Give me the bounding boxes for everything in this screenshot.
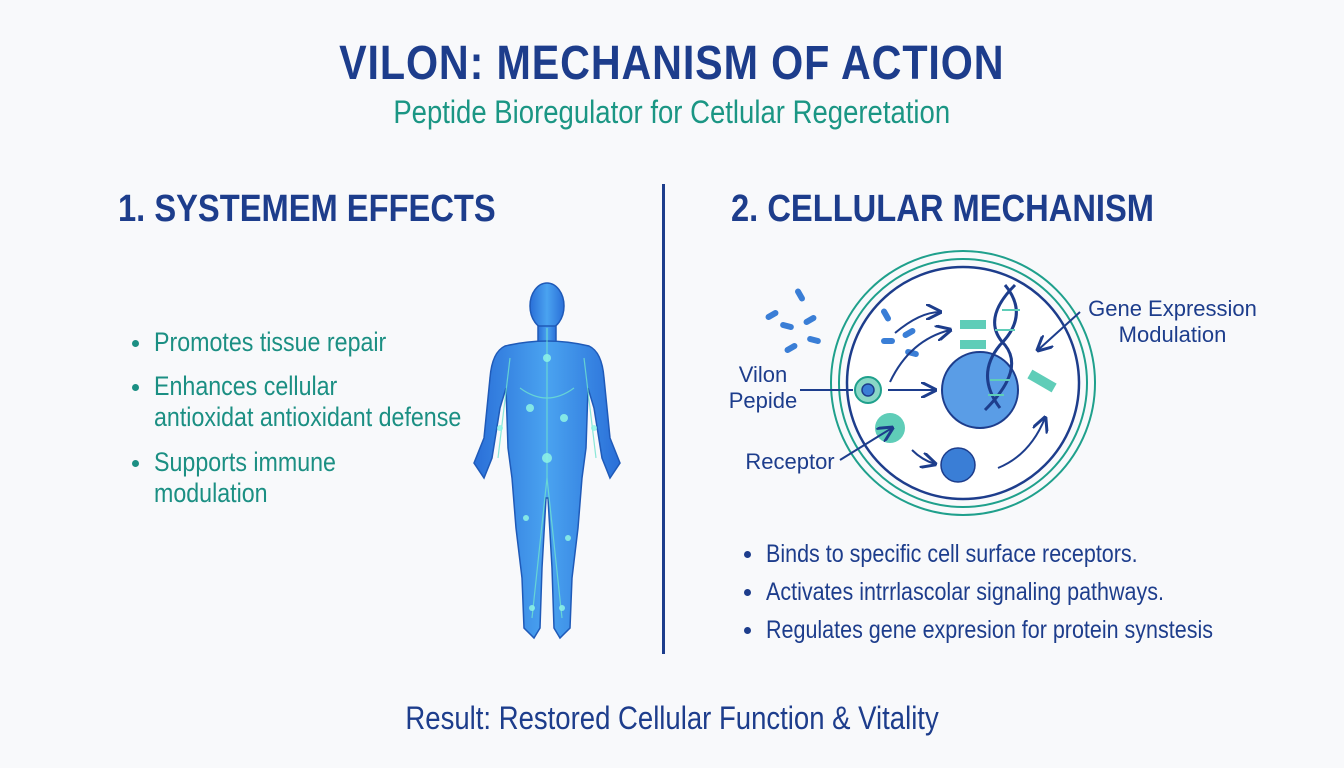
outer-membrane — [830, 250, 1096, 516]
systemic-effects-heading: 1. SYSTEMEM EFFECTS — [118, 188, 496, 230]
glow-points — [497, 354, 597, 611]
human-body-illustration — [473, 282, 621, 640]
result-statement: Result: Restored Cellular Function & Vit… — [405, 700, 939, 736]
bullet-signaling: Activates intrrlascolar signaling pathwa… — [744, 578, 1229, 607]
nucleus — [941, 351, 1019, 429]
bullet-tissue-repair: Promotes tissue repair — [132, 327, 424, 358]
dna-helix-icon — [983, 283, 1020, 412]
cellular-mechanism-heading: 2. CELLULAR MECHANISM — [731, 188, 1155, 230]
page-subtitle: Peptide Bioregulator for Cetlular Regere… — [393, 94, 951, 130]
peptide-fragments — [765, 288, 919, 358]
bullet-gene-expression: Regulates gene expresion for protein syn… — [744, 616, 1286, 645]
bullet-binds-receptors: Binds to specific cell surface receptors… — [744, 540, 1198, 569]
page-title: VILON: MECHANISM OF ACTION — [339, 37, 1005, 90]
receptor-label: Receptor — [745, 449, 835, 474]
cell-diagram — [765, 250, 1096, 516]
receptor — [875, 413, 905, 443]
section-divider — [662, 184, 665, 654]
